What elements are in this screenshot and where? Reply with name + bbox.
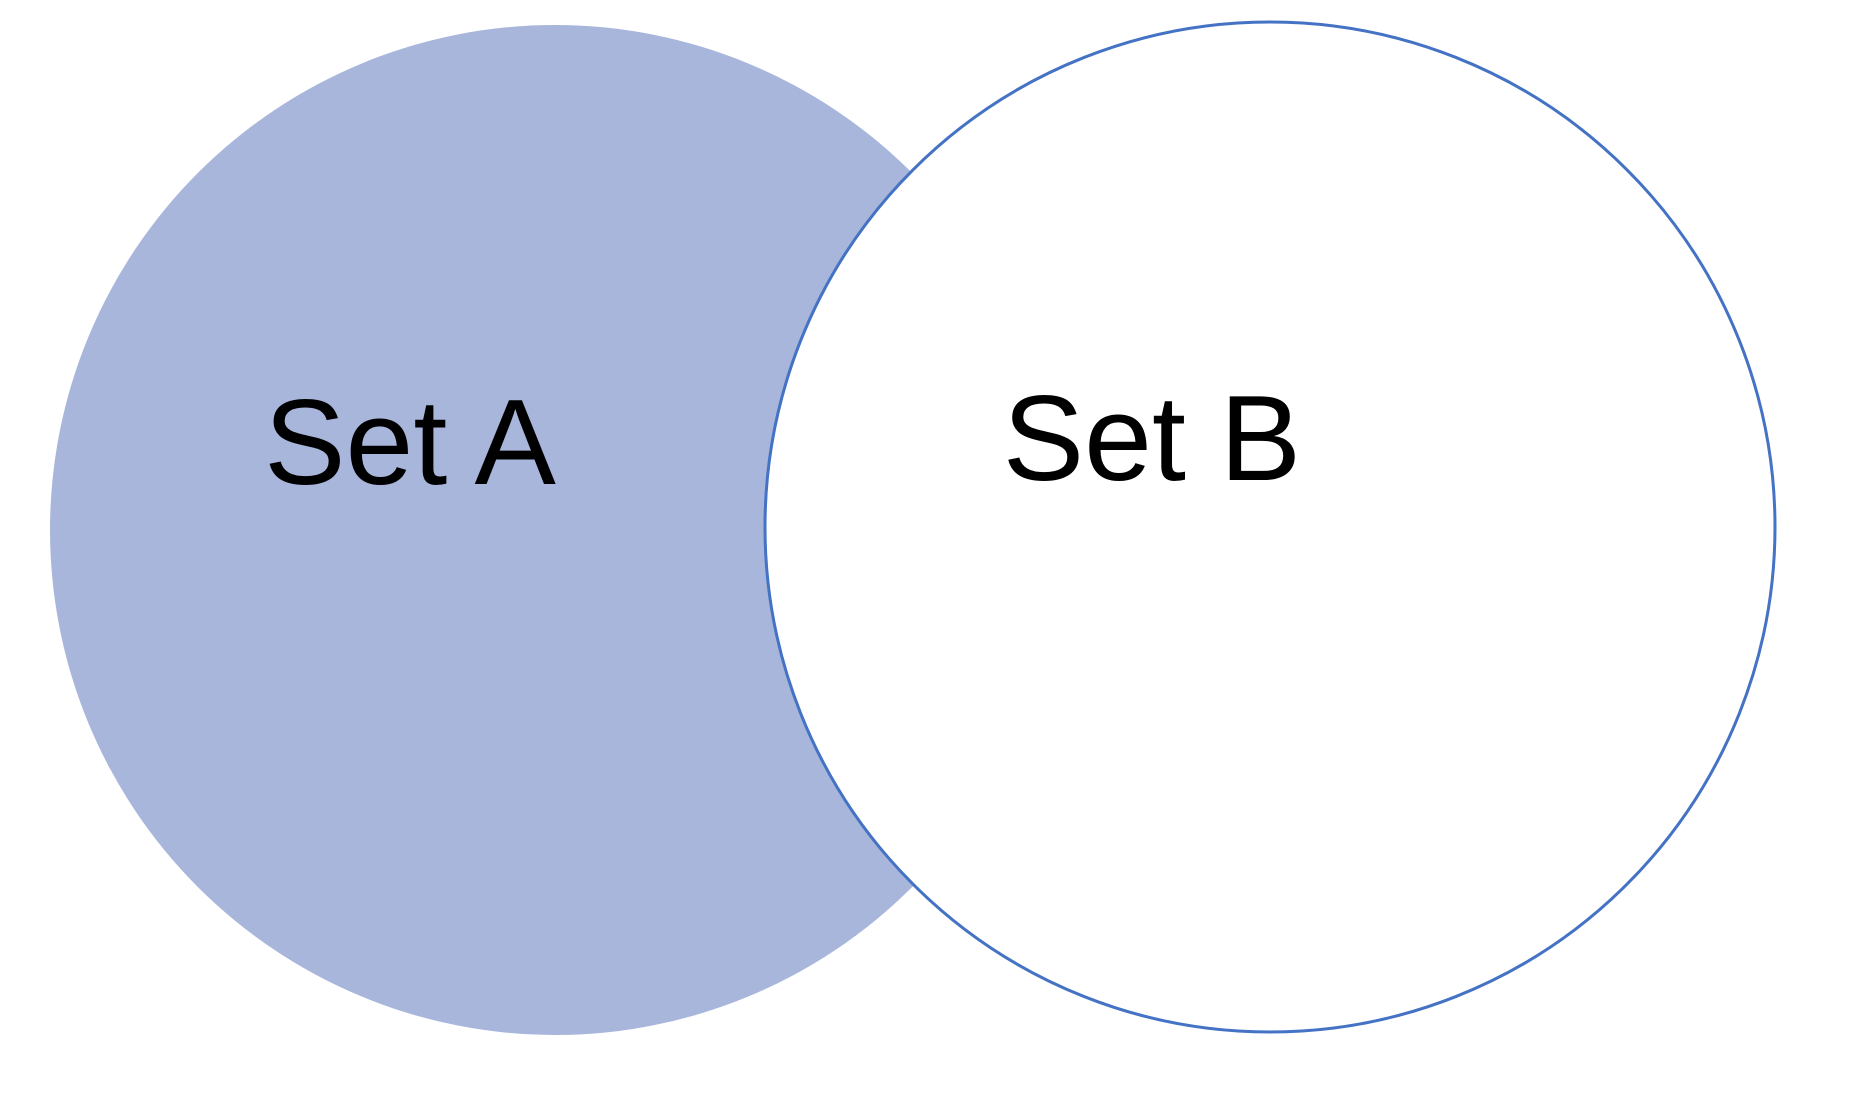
set-b-circle[interactable] xyxy=(763,20,1777,1034)
set-a-circle[interactable] xyxy=(50,25,1060,1035)
set-b-label: Set B xyxy=(1003,370,1301,506)
set-a-label: Set A xyxy=(264,374,556,510)
